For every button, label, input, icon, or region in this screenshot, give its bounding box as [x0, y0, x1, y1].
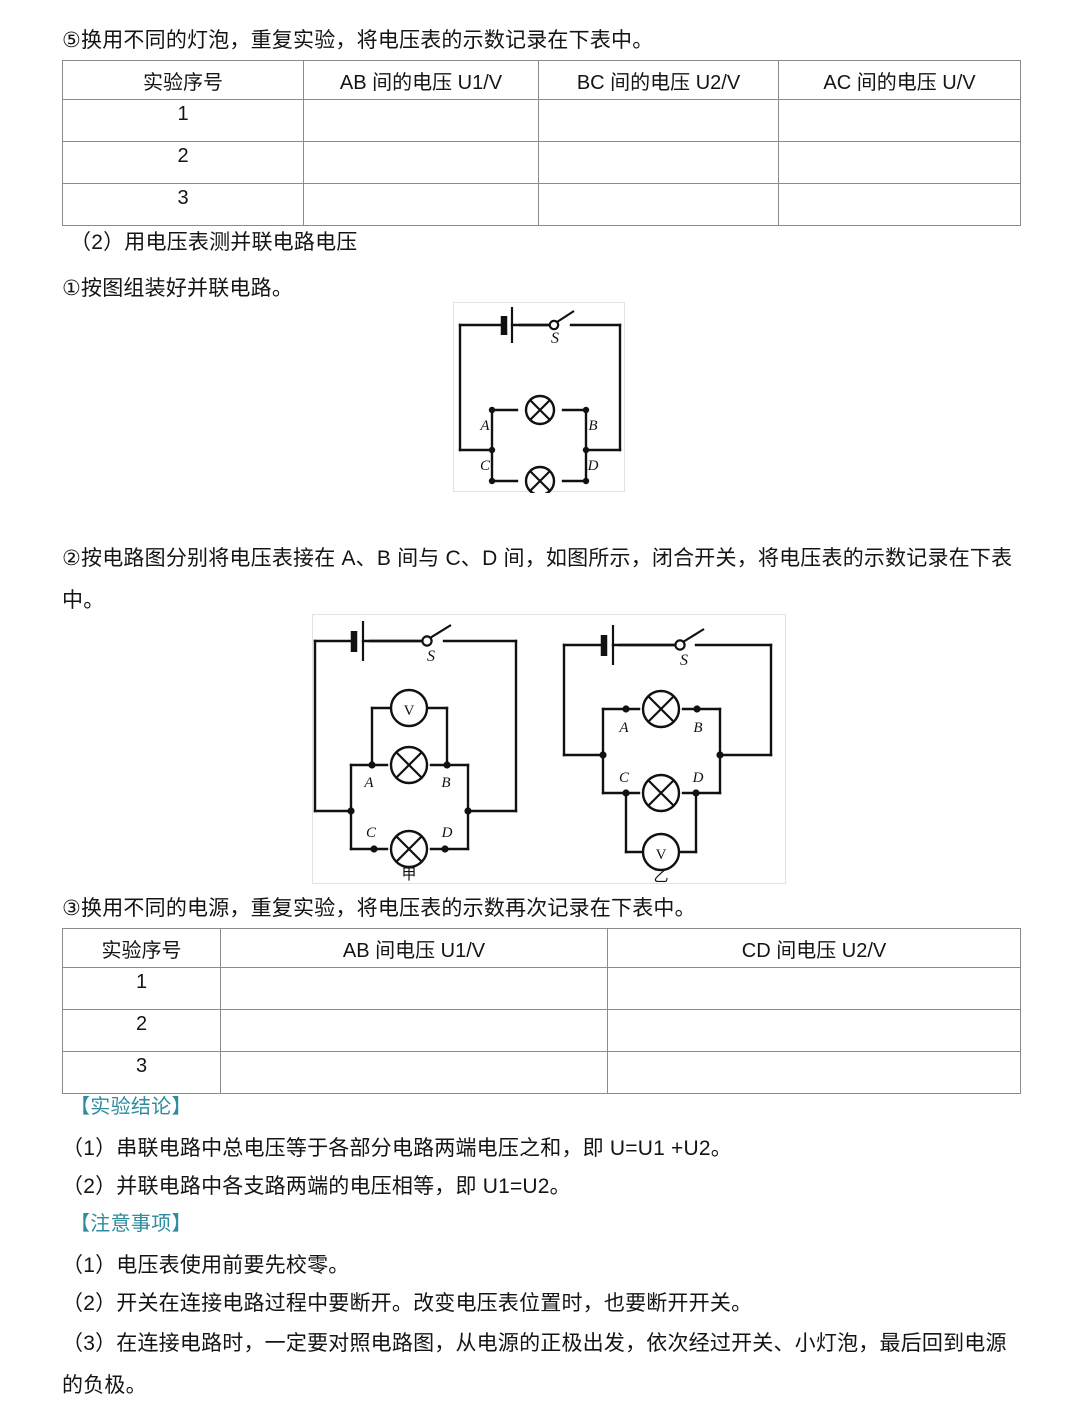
parallel-circuit-voltmeter-ab-svg: S V: [313, 621, 518, 883]
figure1-node-label-b: B: [588, 418, 597, 434]
table2-cell-r1c0: 2: [62, 1009, 221, 1052]
table2-cell-r0c1[interactable]: [220, 967, 608, 1010]
table1-header-cell-2: BC 间的电压 U2/V: [538, 60, 779, 100]
figure1-box: S: [453, 302, 625, 493]
table1-header-cell-1: AB 间的电压 U1/V: [303, 60, 539, 100]
step-3-text: ③换用不同的电源，重复实验，将电压表的示数再次记录在下表中。: [62, 897, 696, 920]
figure2-right-caption: 乙: [653, 869, 668, 885]
table2-cell-r0c0: 1: [62, 967, 221, 1010]
table-header-row: 实验序号 AB 间的电压 U1/V BC 间的电压 U2/V AC 间的电压 U…: [62, 60, 1021, 100]
table-row: 1: [62, 967, 1021, 1010]
figure1-switch-label: S: [551, 330, 559, 347]
table1-cell-r2c0: 3: [62, 183, 304, 226]
figure2-right-node-label-b: B: [693, 720, 702, 736]
figure2-right-panel: S: [550, 615, 787, 885]
table1-cell-r2c2[interactable]: [538, 183, 779, 226]
table2-cell-r2c0: 3: [62, 1051, 221, 1094]
table2-header-cell-1: AB 间电压 U1/V: [220, 928, 608, 968]
step-3-text-block: ③换用不同的电源，重复实验，将电压表的示数再次记录在下表中。: [62, 890, 1022, 928]
figure2-right-node-label-c: C: [619, 770, 630, 786]
table2-cell-r2c2[interactable]: [607, 1051, 1021, 1094]
table1-cell-r1c1[interactable]: [303, 141, 539, 184]
notes-block: 【注意事项】 （1）电压表使用前要先校零。 （2）开关在连接电路过程中要断开。改…: [62, 1207, 1022, 1407]
step-5-text-block: ⑤换用不同的灯泡，重复实验，将电压表的示数记录在下表中。: [62, 22, 1022, 60]
figure2-right-node-label-a: A: [618, 720, 629, 736]
table2-cell-r2c1[interactable]: [220, 1051, 608, 1094]
table1-cell-r2c3[interactable]: [778, 183, 1021, 226]
figure2-right-node-label-d: D: [692, 770, 704, 786]
figure2-right-switch-label: S: [680, 652, 688, 669]
table1-header-cell-0: 实验序号: [62, 60, 304, 100]
figure1-frame: S: [453, 302, 625, 493]
figure2-right-voltmeter-label: V: [656, 847, 667, 863]
notes-item-3: （3）在连接电路时，一定要对照电路图，从电源的正极出发，依次经过开关、小灯泡，最…: [62, 1332, 1007, 1397]
table1-cell-r0c3[interactable]: [778, 99, 1021, 142]
step-2-text-block: ②按电路图分别将电压表接在 A、B 间与 C、D 间，如图所示，闭合开关，将电压…: [62, 538, 1022, 622]
table2-header-cell-2: CD 间电压 U2/V: [607, 928, 1021, 968]
voltage-table-parallel: 实验序号 AB 间电压 U1/V CD 间电压 U2/V 1 2 3: [62, 928, 1021, 1094]
figure2-box: S V: [312, 614, 787, 885]
table-row: 1: [62, 99, 1021, 142]
section-2-heading: （2）用电压表测并联电路电压: [70, 231, 358, 254]
conclusion-item-1: （1）串联电路中总电压等于各部分电路两端电压之和，即 U=U1 +U2。: [62, 1137, 732, 1160]
table1-cell-r1c0: 2: [62, 141, 304, 184]
table2-cell-r1c1[interactable]: [220, 1009, 608, 1052]
figure2-left-panel: S V: [313, 615, 550, 883]
table-row: 2: [62, 1009, 1021, 1052]
figure2-left-caption: 甲: [401, 867, 416, 883]
step-5-text: ⑤换用不同的灯泡，重复实验，将电压表的示数记录在下表中。: [62, 29, 654, 52]
notes-item-1: （1）电压表使用前要先校零。: [62, 1254, 350, 1277]
table1-cell-r0c0: 1: [62, 99, 304, 142]
notes-item-2: （2）开关在连接电路过程中要断开。改变电压表位置时，也要断开开关。: [62, 1292, 753, 1315]
conclusion-heading: 【实验结论】: [70, 1096, 192, 1118]
figure1-node-label-a: A: [479, 418, 490, 434]
figure2-left-switch-label: S: [427, 648, 435, 665]
figure2-left-node-label-a: A: [363, 775, 374, 791]
table2-cell-r1c2[interactable]: [607, 1009, 1021, 1052]
table1-cell-r1c3[interactable]: [778, 141, 1021, 184]
figure2-left-node-label-c: C: [366, 825, 377, 841]
table-header-row: 实验序号 AB 间电压 U1/V CD 间电压 U2/V: [62, 928, 1021, 968]
step-1-text: ①按图组装好并联电路。: [62, 277, 294, 300]
voltage-table-series: 实验序号 AB 间的电压 U1/V BC 间的电压 U2/V AC 间的电压 U…: [62, 60, 1021, 226]
figure2-left-voltmeter-label: V: [404, 703, 415, 719]
table-row: 2: [62, 141, 1021, 184]
table1-header-cell-3: AC 间的电压 U/V: [778, 60, 1021, 100]
table1-cell-r2c1[interactable]: [303, 183, 539, 226]
table1-cell-r0c2[interactable]: [538, 99, 779, 142]
figure1-node-label-c: C: [480, 458, 491, 474]
notes-heading: 【注意事项】: [70, 1213, 192, 1235]
conclusion-block: 【实验结论】 （1）串联电路中总电压等于各部分电路两端电压之和，即 U=U1 +…: [62, 1090, 1022, 1206]
table2-header-cell-0: 实验序号: [62, 928, 221, 968]
figure2-frame: S V: [312, 614, 787, 885]
table1-cell-r1c2[interactable]: [538, 141, 779, 184]
table-row: 3: [62, 1051, 1021, 1094]
table2-container: 实验序号 AB 间电压 U1/V CD 间电压 U2/V 1 2 3: [62, 928, 1022, 1094]
parallel-circuit-svg: S: [458, 307, 622, 493]
figure2-left-node-label-d: D: [441, 825, 453, 841]
section-2-text-block: （2）用电压表测并联电路电压 ①按图组装好并联电路。: [62, 224, 1022, 308]
figure2-left-node-label-b: B: [441, 775, 450, 791]
step-2-text: ②按电路图分别将电压表接在 A、B 间与 C、D 间，如图所示，闭合开关，将电压…: [62, 547, 1013, 612]
table1-cell-r0c1[interactable]: [303, 99, 539, 142]
conclusion-item-2: （2）并联电路中各支路两端的电压相等，即 U1=U2。: [62, 1175, 571, 1198]
table1-container: 实验序号 AB 间的电压 U1/V BC 间的电压 U2/V AC 间的电压 U…: [62, 60, 1022, 226]
table-row: 3: [62, 183, 1021, 226]
figure1-node-label-d: D: [587, 458, 599, 474]
table2-cell-r0c2[interactable]: [607, 967, 1021, 1010]
parallel-circuit-voltmeter-cd-svg: S: [562, 625, 773, 885]
